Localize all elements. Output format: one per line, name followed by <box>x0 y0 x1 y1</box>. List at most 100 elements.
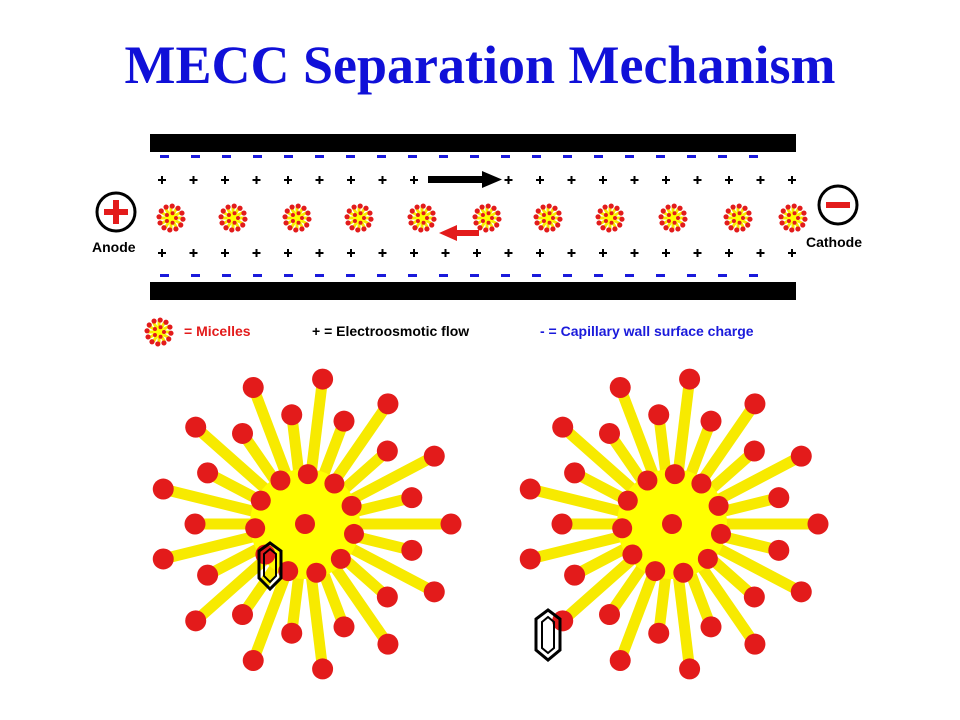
legend-wall-text: - = Capillary wall surface charge <box>540 323 754 339</box>
wall-charge-minus <box>346 274 355 277</box>
eof-plus <box>413 176 415 184</box>
wall-charge-minus <box>222 274 231 277</box>
eof-plus <box>759 176 762 184</box>
cathode-icon <box>817 184 859 226</box>
small-micelle-icon <box>218 203 248 233</box>
wall-charge-minus <box>501 155 510 158</box>
wall-charge-minus <box>749 274 758 277</box>
analyte-in-micelle-inner-hexagon <box>263 547 277 584</box>
small-micelle-icon <box>658 203 688 233</box>
wall-charge-minus <box>718 274 727 277</box>
eof-plus <box>476 249 478 257</box>
wall-charge-minus <box>284 155 293 158</box>
eof-plus <box>665 249 667 257</box>
eof-plus <box>350 176 352 184</box>
wall-charge-minus <box>470 155 479 158</box>
wall-charge-minus <box>470 274 479 277</box>
free-analyte-hexagon-icon <box>534 608 562 662</box>
small-micelle-icon <box>723 203 753 233</box>
eof-plus <box>570 249 573 257</box>
small-micelle-icon <box>595 203 625 233</box>
eof-plus <box>791 176 793 184</box>
eof-plus <box>570 176 573 184</box>
wall-charge-minus <box>687 274 696 277</box>
micelle-migration-arrow-icon <box>439 225 479 241</box>
eof-plus <box>633 249 636 257</box>
eof-plus <box>255 176 258 184</box>
small-micelle-icon <box>533 203 563 233</box>
eof-plus <box>539 249 541 257</box>
eof-plus <box>602 176 604 184</box>
capillary-wall-top <box>150 134 796 152</box>
eof-plus <box>633 176 636 184</box>
wall-charge-minus <box>315 274 324 277</box>
eof-plus <box>318 249 321 257</box>
large-micelle-icon <box>152 368 462 680</box>
eof-plus <box>665 176 667 184</box>
analyte-in-micelle-hexagon-icon <box>257 541 283 592</box>
wall-charge-minus <box>718 155 727 158</box>
small-micelle-icon <box>282 203 312 233</box>
eof-plus <box>728 249 730 257</box>
eof-plus <box>696 249 699 257</box>
eof-plus <box>192 176 195 184</box>
eof-plus <box>287 249 289 257</box>
eof-plus <box>318 176 321 184</box>
eof-plus <box>791 249 793 257</box>
eof-plus <box>287 176 289 184</box>
eof-plus <box>255 249 258 257</box>
wall-charge-minus <box>625 274 634 277</box>
small-micelle-icon <box>778 203 808 233</box>
wall-charge-minus <box>594 155 603 158</box>
wall-charge-minus <box>377 274 386 277</box>
wall-charge-minus <box>315 155 324 158</box>
wall-charge-minus <box>346 155 355 158</box>
eof-plus <box>161 249 163 257</box>
wall-charge-minus <box>191 274 200 277</box>
small-micelle-icon <box>156 203 186 233</box>
eof-plus <box>696 176 699 184</box>
wall-charge-minus <box>284 274 293 277</box>
wall-charge-minus <box>501 274 510 277</box>
cathode-label: Cathode <box>806 234 862 250</box>
wall-charge-minus <box>191 155 200 158</box>
eof-plus <box>507 249 510 257</box>
wall-charge-minus <box>625 155 634 158</box>
small-micelle-icon <box>407 203 437 233</box>
wall-charge-minus <box>563 274 572 277</box>
wall-charge-minus <box>160 155 169 158</box>
legend-micelle-icon <box>144 317 174 347</box>
wall-charge-minus <box>687 155 696 158</box>
small-micelle-icon <box>472 203 502 233</box>
wall-charge-minus <box>563 155 572 158</box>
eof-plus <box>224 249 226 257</box>
free-analyte-inner-hexagon <box>541 615 555 655</box>
eof-plus <box>381 176 384 184</box>
wall-charge-minus <box>408 274 417 277</box>
eof-plus <box>728 176 730 184</box>
large-micelle-icon <box>519 368 829 680</box>
eof-plus <box>381 249 384 257</box>
capillary-contents <box>156 155 808 277</box>
eof-plus <box>192 249 195 257</box>
eof-plus <box>413 249 415 257</box>
eof-plus <box>224 176 226 184</box>
capillary-wall-bottom <box>150 282 796 300</box>
wall-charge-minus <box>439 155 448 158</box>
eof-plus <box>602 249 604 257</box>
page-title: MECC Separation Mechanism <box>124 35 836 95</box>
wall-charge-minus <box>253 155 262 158</box>
eof-plus <box>759 249 762 257</box>
eof-plus <box>444 249 447 257</box>
wall-charge-minus <box>160 274 169 277</box>
capillary-wall-bottom-tab <box>484 296 520 300</box>
eof-plus <box>507 176 510 184</box>
wall-charge-minus <box>532 274 541 277</box>
legend-micelles-text: = Micelles <box>184 323 251 339</box>
wall-charge-minus <box>656 155 665 158</box>
anode-label: Anode <box>92 239 136 255</box>
eof-plus <box>350 249 352 257</box>
wall-charge-minus <box>656 274 665 277</box>
wall-charge-minus <box>594 274 603 277</box>
